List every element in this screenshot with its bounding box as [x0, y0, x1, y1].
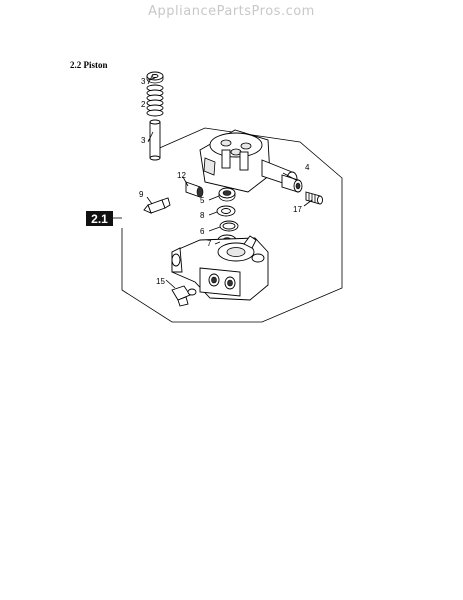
- callout-15: 15: [156, 277, 165, 286]
- callout-3-bottom: 3: [141, 136, 146, 145]
- callout-3-top: 3: [141, 77, 146, 86]
- callout-12: 12: [177, 171, 186, 180]
- upper-housing: [199, 129, 298, 193]
- check-valve: [305, 191, 323, 205]
- group-badge: 2.1: [86, 211, 113, 226]
- callout-9: 9: [139, 190, 144, 199]
- piston-spring: [146, 84, 164, 117]
- callout-4: 4: [305, 163, 310, 172]
- washer: [216, 205, 236, 217]
- callout-2: 2: [141, 100, 146, 109]
- inlet-valve: [185, 181, 204, 198]
- pump-manifold: [171, 235, 269, 301]
- section-title: 2.2 Piston: [70, 60, 108, 70]
- leader-lines: [146, 77, 313, 289]
- group-badge-label: 2.1: [91, 212, 108, 226]
- drain-plug: [171, 285, 197, 307]
- site-watermark: AppliancePartsPros.com: [148, 4, 315, 19]
- piston-rod: [149, 119, 161, 161]
- callout-8: 8: [200, 211, 205, 220]
- callout-6: 6: [200, 227, 205, 236]
- callout-5: 5: [200, 196, 205, 205]
- callout-17: 17: [293, 205, 302, 214]
- callout-7: 7: [207, 239, 212, 248]
- bleed-screw: [143, 197, 171, 214]
- piston-seal: [218, 187, 236, 202]
- o-ring: [219, 220, 239, 232]
